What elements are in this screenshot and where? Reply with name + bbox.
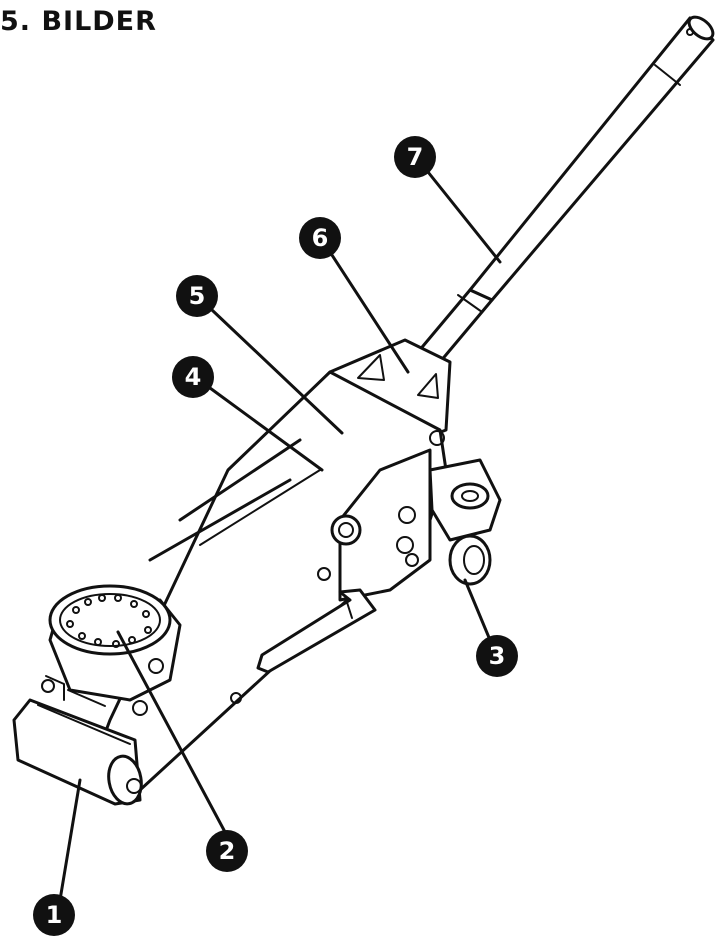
callout-label: 2 (219, 837, 236, 865)
jack-frame-drawing (93, 370, 448, 792)
handle-drawing (416, 15, 715, 364)
callout-label: 1 (46, 901, 63, 929)
callout-4: 4 (172, 356, 214, 398)
callout-2: 2 (206, 830, 248, 872)
section-title: 5. BILDER (0, 6, 157, 37)
callout-3: 3 (476, 635, 518, 677)
callout-label: 4 (185, 363, 202, 391)
saddle-drawing (41, 584, 182, 716)
callout-label: 5 (189, 282, 206, 310)
carry-handle-drawing (256, 588, 377, 674)
callout-1: 1 (33, 894, 75, 936)
callout-6: 6 (299, 217, 341, 259)
callout-7: 7 (394, 136, 436, 178)
front-roller-drawing (12, 675, 143, 806)
callout-label: 3 (489, 642, 506, 670)
callout-label: 7 (407, 143, 424, 171)
leader-lines (58, 170, 502, 902)
callout-label: 6 (312, 224, 329, 252)
caster-wheel-drawing (428, 458, 502, 586)
callout-5: 5 (176, 275, 218, 317)
